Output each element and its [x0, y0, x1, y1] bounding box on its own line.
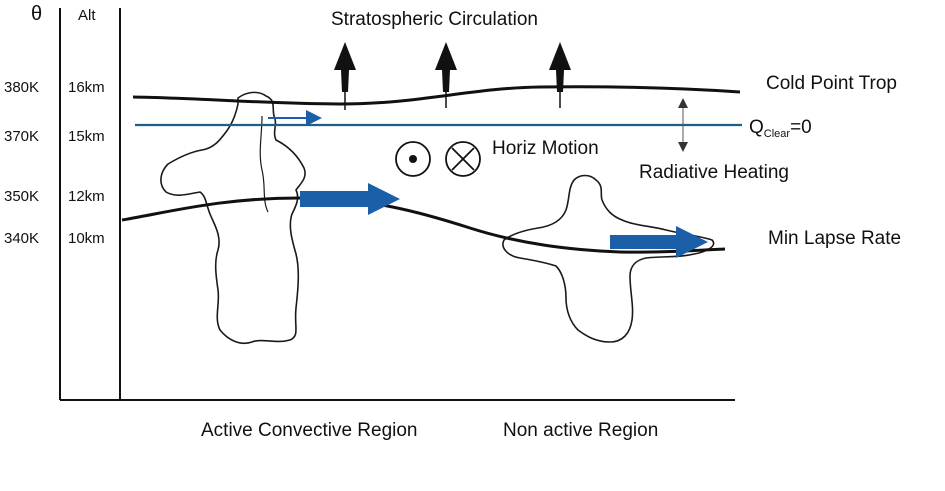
- active-outflow-arrow: [300, 183, 400, 215]
- active-convective-cloud: [160, 91, 306, 345]
- theta-tick-350: 350K: [4, 188, 39, 205]
- stratospheric-up-arrow-1: [334, 42, 356, 110]
- theta-tick-370: 370K: [4, 128, 39, 145]
- active-region-label: Active Convective Region: [201, 420, 418, 441]
- non-active-cloud: [502, 174, 715, 343]
- stratospheric-up-arrow-3: [549, 42, 571, 108]
- min-lapse-rate-label: Min Lapse Rate: [768, 228, 901, 249]
- q-clear-label: QClear=0: [749, 117, 812, 140]
- theta-tick-380: 380K: [4, 79, 39, 96]
- alt-tick-15km: 15km: [68, 128, 105, 145]
- radiative-heating-arrow: [678, 98, 688, 152]
- non-active-outflow-arrow: [610, 226, 708, 258]
- stratospheric-circulation-label: Stratospheric Circulation: [331, 9, 538, 30]
- non-active-region-label: Non active Region: [503, 420, 658, 441]
- out-of-page-symbol: [395, 141, 431, 177]
- alt-tick-10km: 10km: [68, 230, 105, 247]
- into-page-symbol: [445, 141, 481, 177]
- q-clear-tail: =0: [790, 117, 812, 138]
- stratospheric-up-arrow-2: [435, 42, 457, 108]
- min-lapse-rate-line: [121, 196, 726, 254]
- active-cloud-inner-line: [259, 115, 269, 213]
- alt-tick-16km: 16km: [68, 79, 105, 96]
- alt-tick-12km: 12km: [68, 188, 105, 205]
- alt-header: Alt: [78, 7, 96, 24]
- radiative-heating-label: Radiative Heating: [639, 162, 789, 183]
- cold-point-trop-label: Cold Point Trop: [766, 73, 897, 94]
- cold-point-trop-line: [132, 85, 741, 106]
- horiz-motion-label: Horiz Motion: [492, 138, 599, 159]
- theta-header: θ: [31, 3, 42, 25]
- theta-tick-340: 340K: [4, 230, 39, 247]
- q-clear-main: Q: [749, 117, 764, 138]
- q-clear-sub: Clear: [764, 128, 791, 140]
